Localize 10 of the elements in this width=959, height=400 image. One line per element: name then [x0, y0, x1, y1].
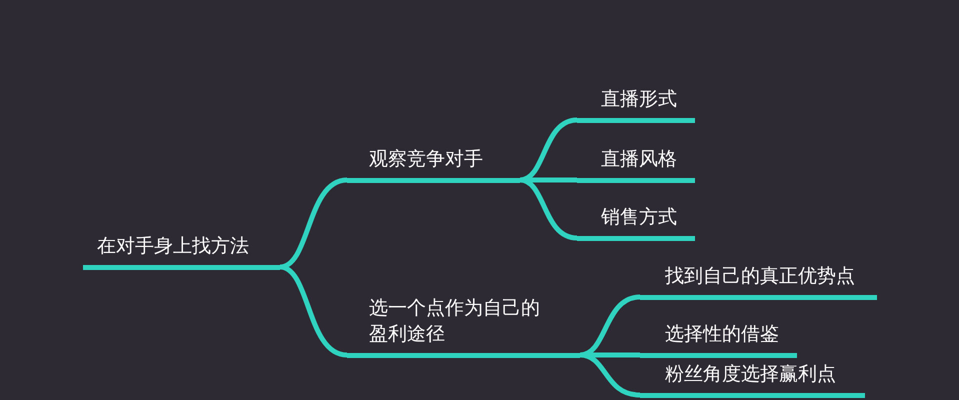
subtopic: 销售方式	[577, 204, 695, 240]
subtopic: 找到自己的真正优势点	[640, 262, 877, 300]
branch-line	[279, 264, 348, 358]
subtopic: 直播风格	[577, 146, 695, 182]
subtopic: 选择性的借鉴	[640, 320, 797, 358]
central-topic: 在对手身上找方法	[83, 232, 280, 270]
main-topic: 观察竞争对手	[347, 146, 520, 182]
subtopic: 粉丝角度选择赢利点	[640, 360, 865, 398]
main-topic: 选一个点作为自己的盈利途径	[347, 294, 580, 358]
subtopic: 直播形式	[577, 86, 695, 122]
